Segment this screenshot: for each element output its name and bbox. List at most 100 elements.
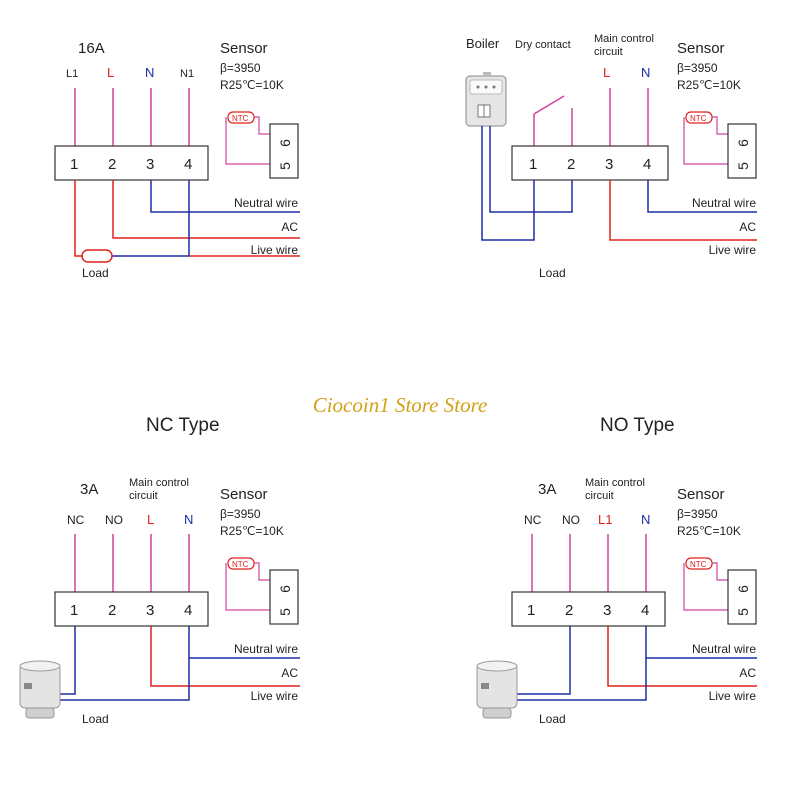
rating-label: 3A [80,481,98,498]
boiler-wire-2 [489,126,573,213]
sensor-title: Sensor [677,40,725,57]
live-wire-label: Live wire [251,243,299,257]
neutral-wire-label: Neutral wire [692,196,756,210]
live-wire-label: Live wire [709,243,757,257]
load-label: Load [539,266,566,280]
sensor-beta: β=3950 [220,61,261,75]
sensor-terminal-5: 5 [735,608,751,616]
ntc-wire-right [254,116,270,135]
neutral-wire-label: Neutral wire [234,196,298,210]
terminal-label-l1: L1 [598,512,612,527]
actuator-wire-2 [517,658,647,701]
boiler-icon [465,72,507,127]
terminal-2: 2 [565,602,573,619]
terminal-label-no: NO [105,513,123,527]
dry-contact-label: Dry contact [515,39,571,51]
panel-nc-type: NC Type 3A Main control circuit NC NO L … [19,415,300,726]
ac-label: AC [281,666,298,680]
sensor-terminal-block [269,569,299,625]
circuit-label: circuit [585,490,614,502]
sensor-r25: R25℃=10K [220,78,284,92]
terminal-label-l: L [603,65,610,80]
sensor-terminal-6: 6 [735,139,751,147]
actuator-wire-2 [60,658,190,701]
load-live-wire [74,180,82,257]
panel-boiler-wiring: Boiler Dry contact Main control circuit … [465,33,757,280]
dry-contact-switch [533,95,565,115]
sensor-terminal-5: 5 [277,608,293,616]
sensor-r25: R25℃=10K [677,524,741,538]
ntc-wire-left [683,563,728,611]
live-wire [150,626,300,687]
terminal-label-n: N [145,65,154,80]
rating-label: 3A [538,481,556,498]
sensor-beta: β=3950 [220,507,261,521]
ntc-wire-right [712,562,728,581]
load-label: Load [82,266,109,280]
boiler-label: Boiler [466,36,500,51]
live-wire-label: Live wire [709,689,757,703]
terminal-label-n1: N1 [180,68,194,80]
type-title: NC Type [146,415,220,436]
terminal-label-l1: L1 [66,68,78,80]
actuator-icon [19,660,61,719]
load-label: Load [82,712,109,726]
terminal-block [54,591,209,627]
panel-no-type: NO Type 3A Main control circuit NC NO L1… [476,415,757,726]
boiler-wire-1 [481,126,535,241]
terminal-4: 4 [184,156,192,173]
circuit-label: circuit [594,46,623,58]
terminal-block [511,145,669,181]
store-watermark: Ciocoin1 Store Store [313,393,488,417]
actuator-wire-1 [517,626,571,695]
terminal-label-n: N [641,65,650,80]
neutral-wire-label: Neutral wire [234,642,298,656]
main-control-label: Main control [594,33,654,45]
rating-label: 16A [78,40,105,57]
neutral-wire-label: Neutral wire [692,642,756,656]
circuit-label: circuit [129,490,158,502]
ac-label: AC [281,220,298,234]
terminal-label-n: N [641,512,650,527]
type-title: NO Type [600,415,675,436]
sensor-terminal-5: 5 [735,162,751,170]
ntc-wire-left [225,117,270,165]
ac-wire [112,180,300,239]
terminal-4: 4 [643,156,651,173]
sensor-title: Sensor [677,486,725,503]
terminal-4: 4 [641,602,649,619]
sensor-terminal-block [269,123,299,179]
ntc-label: NTC [690,114,707,123]
terminal-3: 3 [603,602,611,619]
terminal-3: 3 [146,156,154,173]
terminal-1: 1 [70,156,78,173]
terminal-3: 3 [605,156,613,173]
sensor-terminal-6: 6 [735,585,751,593]
main-control-label: Main control [585,477,645,489]
terminal-label-l: L [107,65,114,80]
neutral-wire [647,180,757,213]
ntc-wire-left [225,563,270,611]
main-control-label: Main control [129,477,189,489]
terminal-label-l: L [147,512,154,527]
sensor-r25: R25℃=10K [677,78,741,92]
terminal-1: 1 [529,156,537,173]
terminal-label-nc: NC [524,513,542,527]
live-wire [609,180,757,241]
sensor-title: Sensor [220,40,268,57]
load-label: Load [539,712,566,726]
ntc-label: NTC [232,114,249,123]
load-resistor [81,249,113,263]
ac-label: AC [739,666,756,680]
sensor-terminal-6: 6 [277,139,293,147]
terminal-block [54,145,209,181]
terminal-1: 1 [70,602,78,619]
terminal-1: 1 [527,602,535,619]
live-wire-label: Live wire [251,689,299,703]
ntc-wire-right [254,562,270,581]
sensor-r25: R25℃=10K [220,524,284,538]
sensor-terminal-block [727,123,757,179]
neutral-wire [150,180,300,213]
terminal-2: 2 [108,602,116,619]
